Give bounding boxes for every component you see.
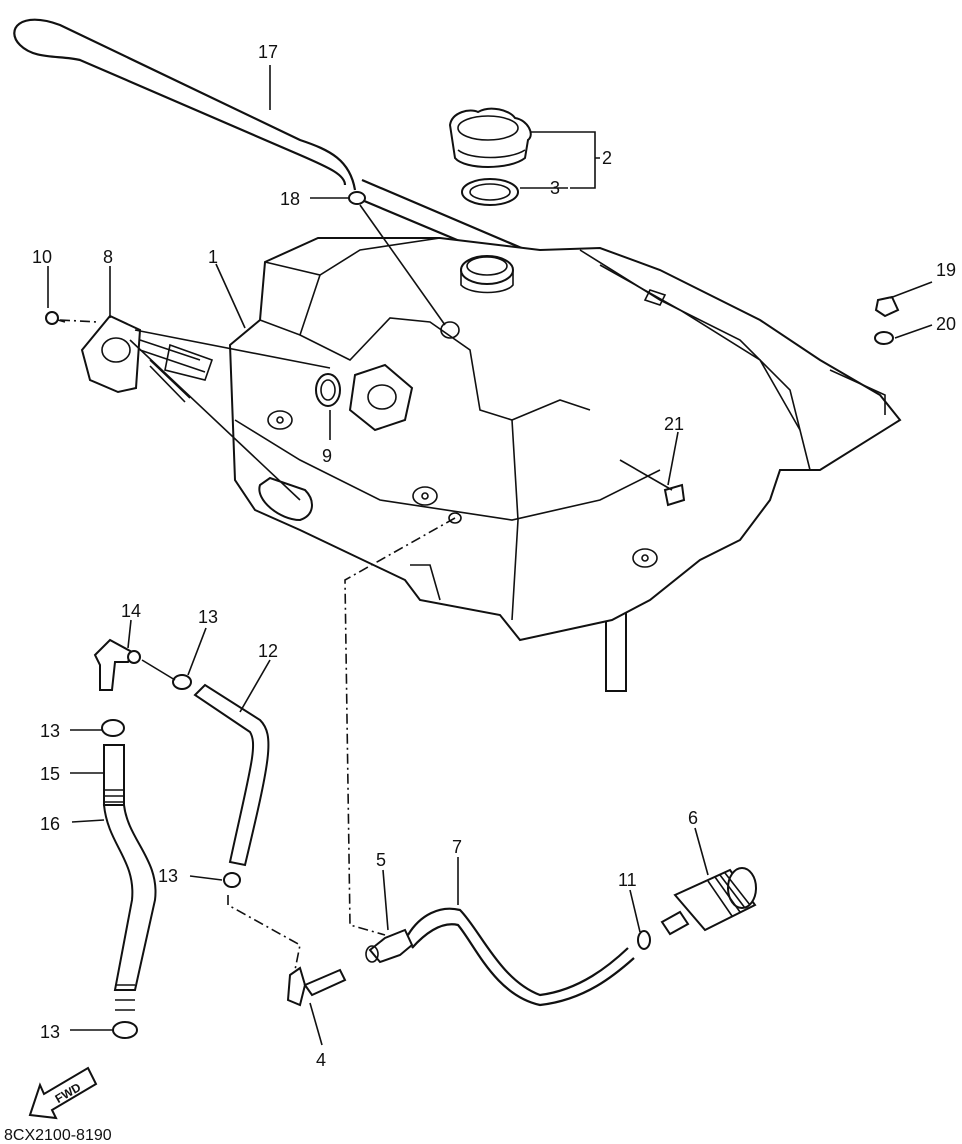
callout-13a: 13 (198, 607, 218, 627)
callout-12: 12 (258, 641, 278, 661)
callout-19: 19 (936, 260, 956, 280)
callout-21: 21 (664, 414, 684, 434)
callout-6: 6 (688, 808, 698, 828)
fuel-tank-1 (228, 237, 902, 642)
clip-13-mid (223, 872, 241, 888)
callout-7: 7 (452, 837, 462, 857)
elbow-fitting-4 (286, 966, 347, 1007)
callout-9: 9 (322, 446, 332, 466)
callouts: 17 2 3 18 10 8 1 9 19 20 21 14 13 12 13 … (32, 42, 956, 1070)
callout-2: 2 (602, 148, 612, 168)
nut-19 (874, 295, 900, 318)
callout-8: 8 (103, 247, 113, 267)
callout-3: 3 (550, 178, 560, 198)
callout-11: 11 (618, 870, 637, 890)
assembly-lines (59, 204, 456, 971)
sender-unit-8 (80, 314, 214, 403)
callout-14: 14 (121, 601, 141, 621)
callout-4: 4 (316, 1050, 326, 1070)
callout-18: 18 (280, 189, 300, 209)
clip-13-left (101, 719, 125, 737)
callout-1: 1 (208, 247, 218, 267)
gasket-3 (461, 178, 519, 206)
o-ring-9 (315, 373, 341, 407)
callout-13c: 13 (158, 866, 178, 886)
callout-5: 5 (376, 850, 386, 870)
clip-13-upper (172, 674, 192, 690)
hose-15 (103, 744, 125, 806)
screw-10 (45, 311, 66, 325)
fuel-cap-2 (448, 107, 532, 168)
callout-17: 17 (258, 42, 278, 62)
clip-18 (348, 191, 366, 205)
clip-13-bottom (112, 1021, 138, 1039)
washer-20 (874, 331, 894, 345)
clip-11 (637, 930, 651, 950)
hose-16 (102, 804, 157, 1011)
callout-13d: 13 (40, 1022, 60, 1042)
fuel-filter-6 (660, 867, 757, 936)
hose-12 (193, 683, 270, 867)
fwd-arrow-icon: FWD (28, 1066, 98, 1120)
callout-10: 10 (32, 247, 52, 267)
t-fitting-14 (93, 638, 141, 691)
callout-16: 16 (40, 814, 60, 834)
fuel-hose-7 (407, 907, 635, 1007)
callout-20: 20 (936, 314, 956, 334)
reference-code: 8CX2100-8190 (4, 1127, 112, 1144)
leader-lines (47, 65, 933, 1046)
callout-15: 15 (40, 764, 60, 784)
fuel-cock-5 (365, 928, 414, 964)
callout-13b: 13 (40, 721, 60, 741)
